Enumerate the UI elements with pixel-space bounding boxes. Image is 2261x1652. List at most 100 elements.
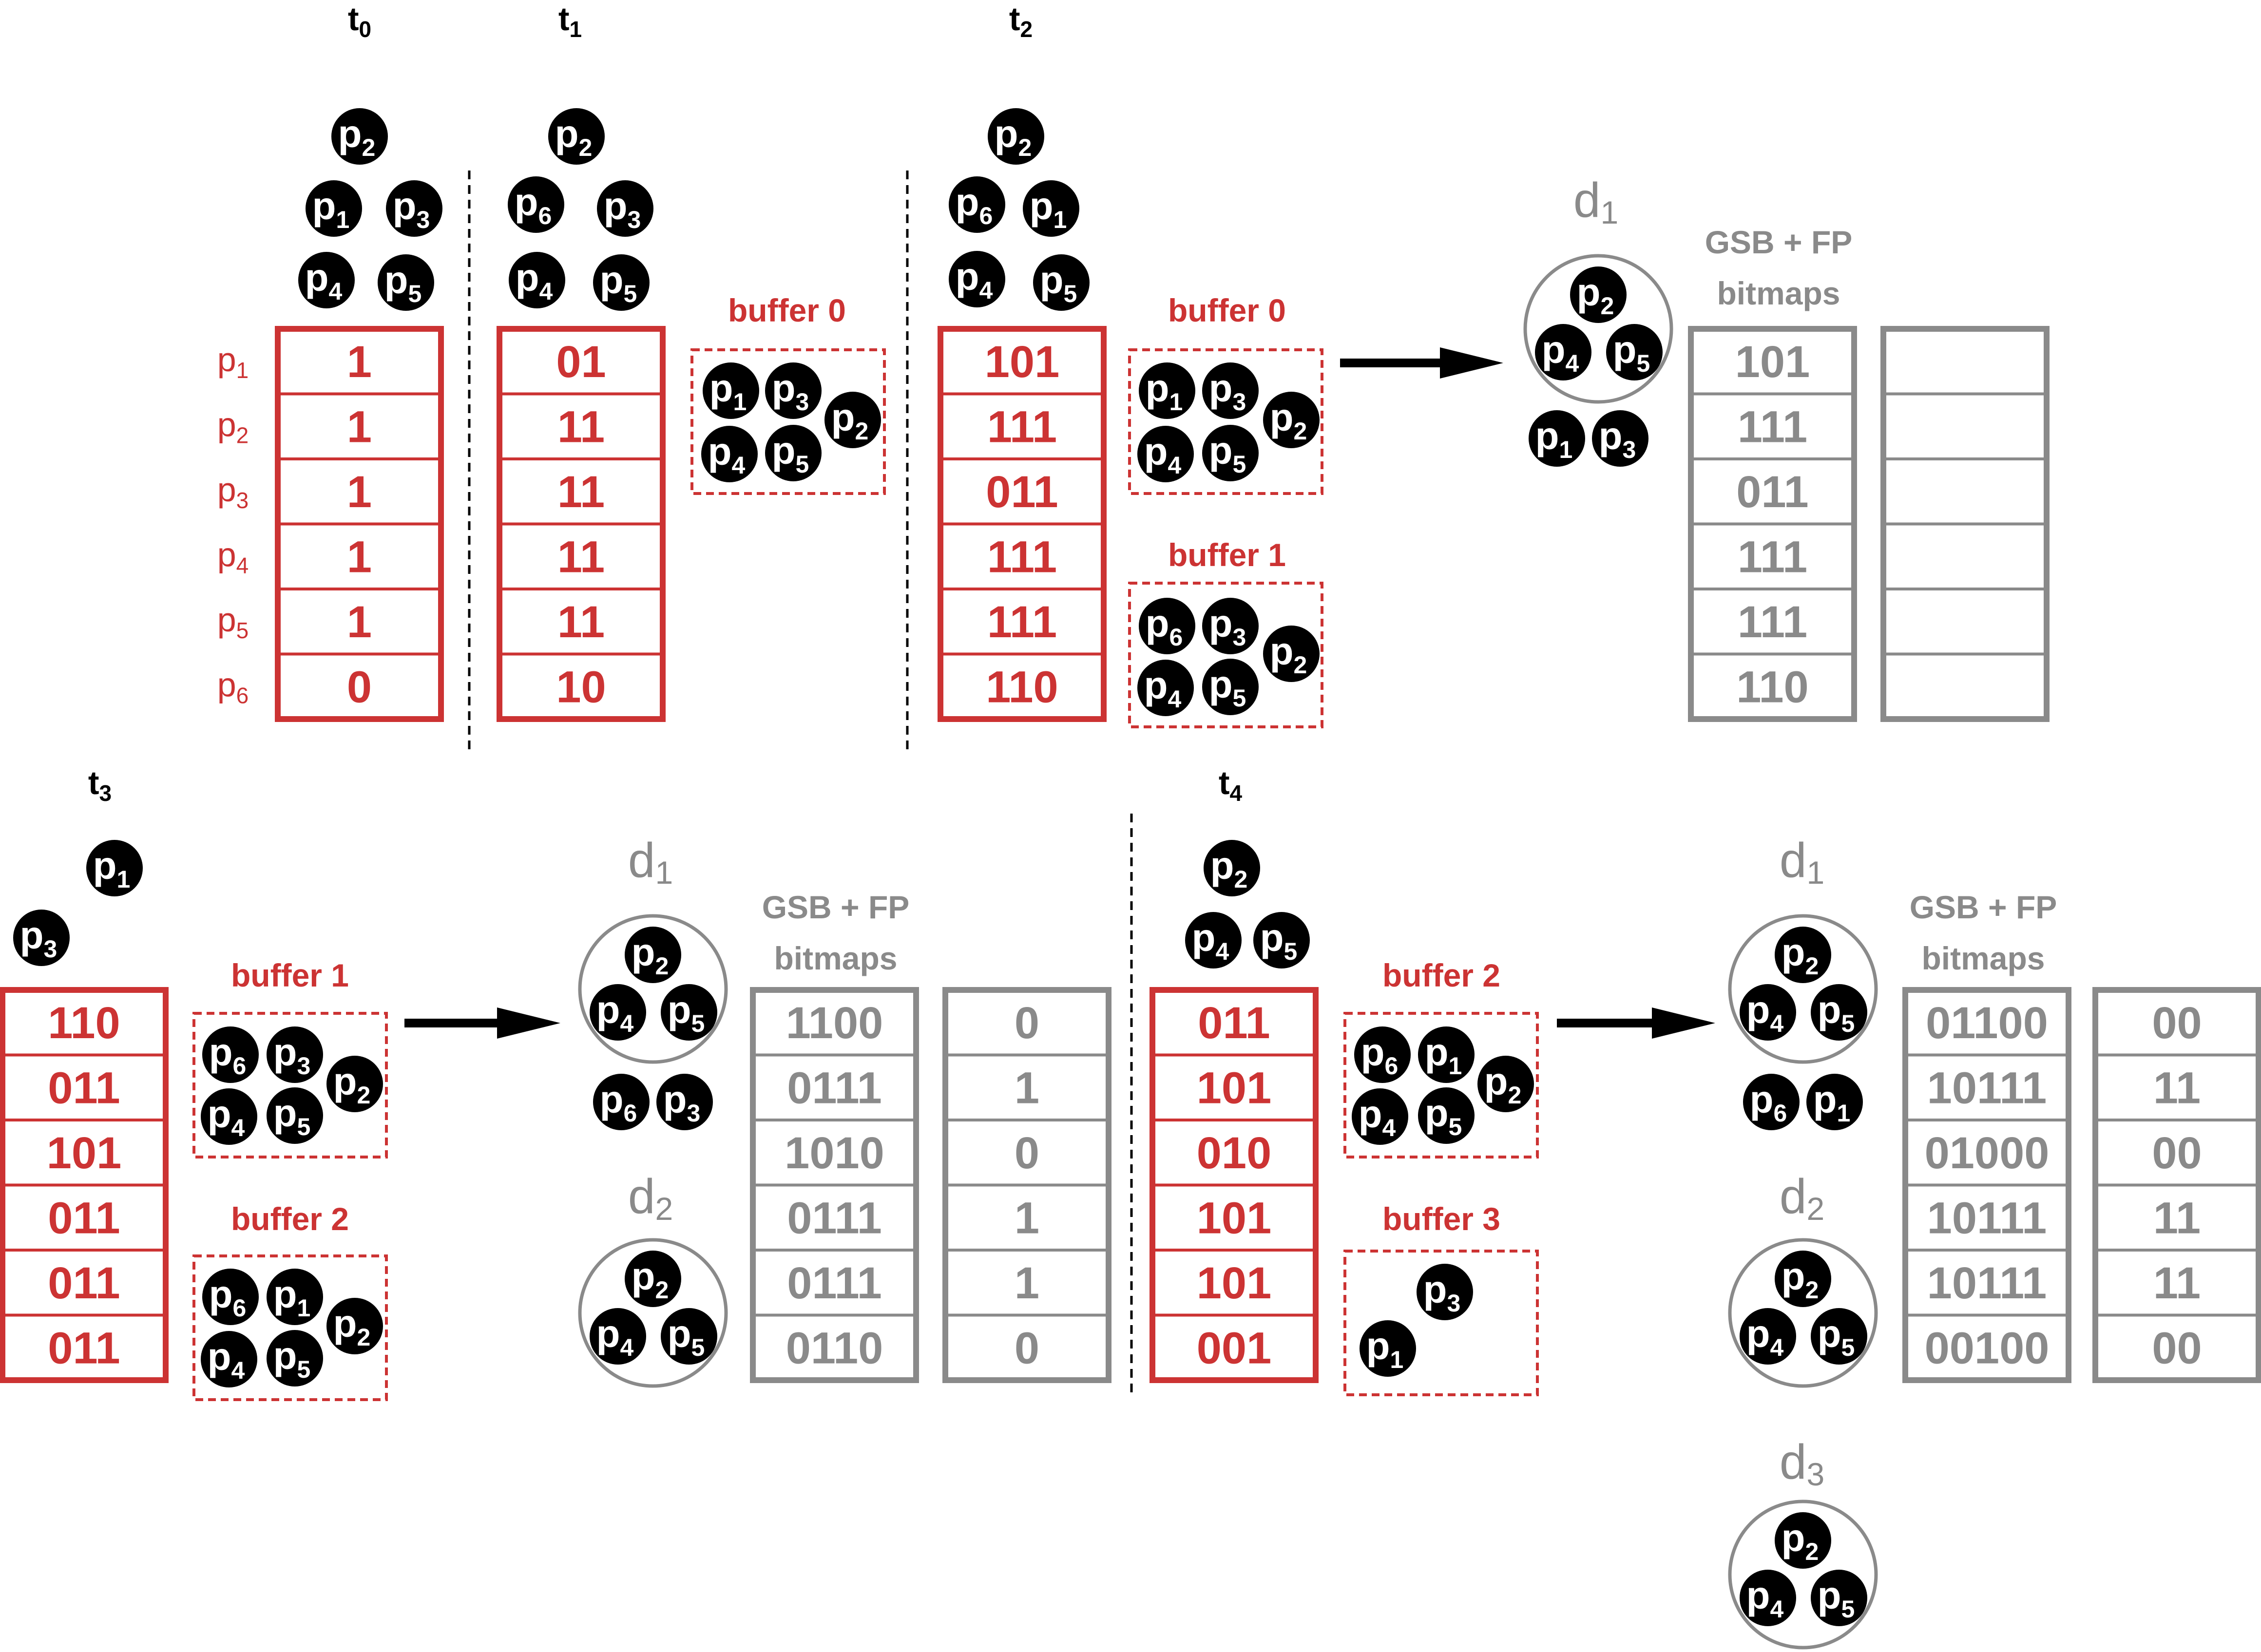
table-cell: 0 bbox=[1015, 1128, 1039, 1178]
checkpoint-circle bbox=[1728, 1238, 1878, 1388]
process-node-p3: p3 bbox=[386, 180, 442, 237]
process-node-p2: p2 bbox=[331, 108, 388, 165]
table-cell: 101 bbox=[47, 1128, 122, 1178]
process-node-p4: p4 bbox=[1137, 660, 1194, 716]
process-node-label: p5 bbox=[1209, 663, 1246, 712]
process-node-p5: p5 bbox=[765, 425, 822, 481]
process-node-circle bbox=[267, 1269, 323, 1325]
table-cell: 011 bbox=[986, 467, 1058, 517]
process-node-p6: p6 bbox=[508, 176, 564, 233]
table-cell: 1 bbox=[347, 597, 372, 647]
process-node-label: p5 bbox=[1425, 1091, 1462, 1140]
table-cell: 1100 bbox=[786, 998, 883, 1048]
process-node-circle bbox=[1740, 1570, 1796, 1626]
table-cell: 011 bbox=[48, 1063, 120, 1113]
buffer-title: buffer 0 bbox=[1168, 292, 1286, 328]
process-node-p6: p6 bbox=[949, 176, 1005, 233]
process-node-p5: p5 bbox=[1202, 659, 1259, 715]
table-cell: 0 bbox=[1015, 1323, 1039, 1373]
process-node-label: p6 bbox=[956, 180, 993, 229]
process-node-label: p4 bbox=[956, 255, 993, 304]
table-cell: 101 bbox=[1197, 1063, 1272, 1113]
process-node-p4: p4 bbox=[1740, 1570, 1796, 1626]
process-node-label: p4 bbox=[1359, 1092, 1396, 1141]
buffer-box bbox=[1128, 582, 1323, 728]
table-cell: 11 bbox=[557, 467, 605, 517]
process-node-circle bbox=[1185, 912, 1242, 968]
process-node-label: p4 bbox=[305, 256, 343, 305]
process-node-label: p1 bbox=[1366, 1324, 1404, 1373]
process-node-label: p5 bbox=[1613, 328, 1650, 377]
process-node-p2: p2 bbox=[326, 1056, 383, 1112]
process-node-label: p1 bbox=[273, 1272, 311, 1322]
table-cell: 1 bbox=[347, 337, 372, 387]
process-node-label: p4 bbox=[708, 430, 746, 479]
process-node-circle bbox=[1811, 984, 1867, 1041]
arrow-head bbox=[1652, 1007, 1715, 1039]
buffer-box bbox=[192, 1012, 388, 1158]
table-cell: 111 bbox=[1738, 597, 1807, 647]
checkpoint-circle bbox=[578, 914, 728, 1064]
process-node-circle bbox=[1806, 1074, 1863, 1130]
buffer-title: buffer 3 bbox=[1382, 1201, 1500, 1237]
process-node-circle bbox=[949, 176, 1005, 233]
process-node-p5: p5 bbox=[593, 254, 650, 311]
gsb-title-line1: GSB + FP bbox=[1705, 224, 1853, 260]
process-node-circle bbox=[590, 1308, 646, 1365]
table-cell: 110 bbox=[48, 998, 120, 1048]
buffer-title: buffer 1 bbox=[1168, 537, 1286, 573]
process-node-p6: p6 bbox=[1139, 598, 1195, 654]
process-node-label: p3 bbox=[663, 1078, 701, 1127]
process-node-label: p2 bbox=[333, 1060, 371, 1109]
process-node-circle bbox=[949, 251, 1005, 307]
process-node-label: p1 bbox=[1425, 1030, 1462, 1080]
process-node-label: p4 bbox=[1144, 664, 1182, 713]
process-node-circle bbox=[765, 425, 822, 481]
table-cell: 101 bbox=[985, 337, 1060, 387]
process-node-label: p2 bbox=[1270, 396, 1307, 445]
checkpoint-circle bbox=[578, 1238, 728, 1388]
process-node-circle bbox=[202, 1269, 259, 1325]
process-node-p2: p2 bbox=[625, 927, 681, 983]
table-cell: 111 bbox=[987, 402, 1057, 452]
process-node-label: p2 bbox=[1210, 844, 1248, 893]
process-node-p3: p3 bbox=[267, 1026, 323, 1083]
gsb-title-line1: GSB + FP bbox=[762, 889, 910, 925]
arrow-t2 bbox=[1340, 347, 1503, 379]
process-node-circle bbox=[326, 1056, 383, 1112]
process-node-label: p6 bbox=[1146, 602, 1183, 651]
time-label-t3: t3 bbox=[88, 764, 112, 806]
process-node-p4: p4 bbox=[201, 1331, 257, 1387]
process-node-circle bbox=[661, 1308, 717, 1365]
checkpoint-label: d2 bbox=[628, 1169, 673, 1227]
process-node-p2: p2 bbox=[1204, 840, 1260, 896]
buffer-box bbox=[1343, 1250, 1539, 1396]
process-node-p5: p5 bbox=[1033, 254, 1090, 311]
process-node-label: p1 bbox=[312, 184, 350, 233]
process-node-circle bbox=[1592, 410, 1648, 467]
process-node-p5: p5 bbox=[267, 1330, 323, 1386]
process-node-p2: p2 bbox=[625, 1251, 681, 1307]
table-cell: 001 bbox=[1197, 1323, 1272, 1373]
checkpoint-label: d1 bbox=[628, 833, 673, 891]
buffer-title: buffer 2 bbox=[231, 1201, 349, 1237]
process-node-label: p3 bbox=[273, 1030, 311, 1080]
checkpoint-label: d3 bbox=[1780, 1435, 1824, 1492]
process-node-circle bbox=[331, 108, 388, 165]
table-cell: 11 bbox=[2153, 1193, 2201, 1243]
process-node-p1: p1 bbox=[1139, 362, 1195, 419]
process-node-label: p1 bbox=[1030, 184, 1067, 233]
process-node-circle bbox=[1535, 324, 1591, 380]
